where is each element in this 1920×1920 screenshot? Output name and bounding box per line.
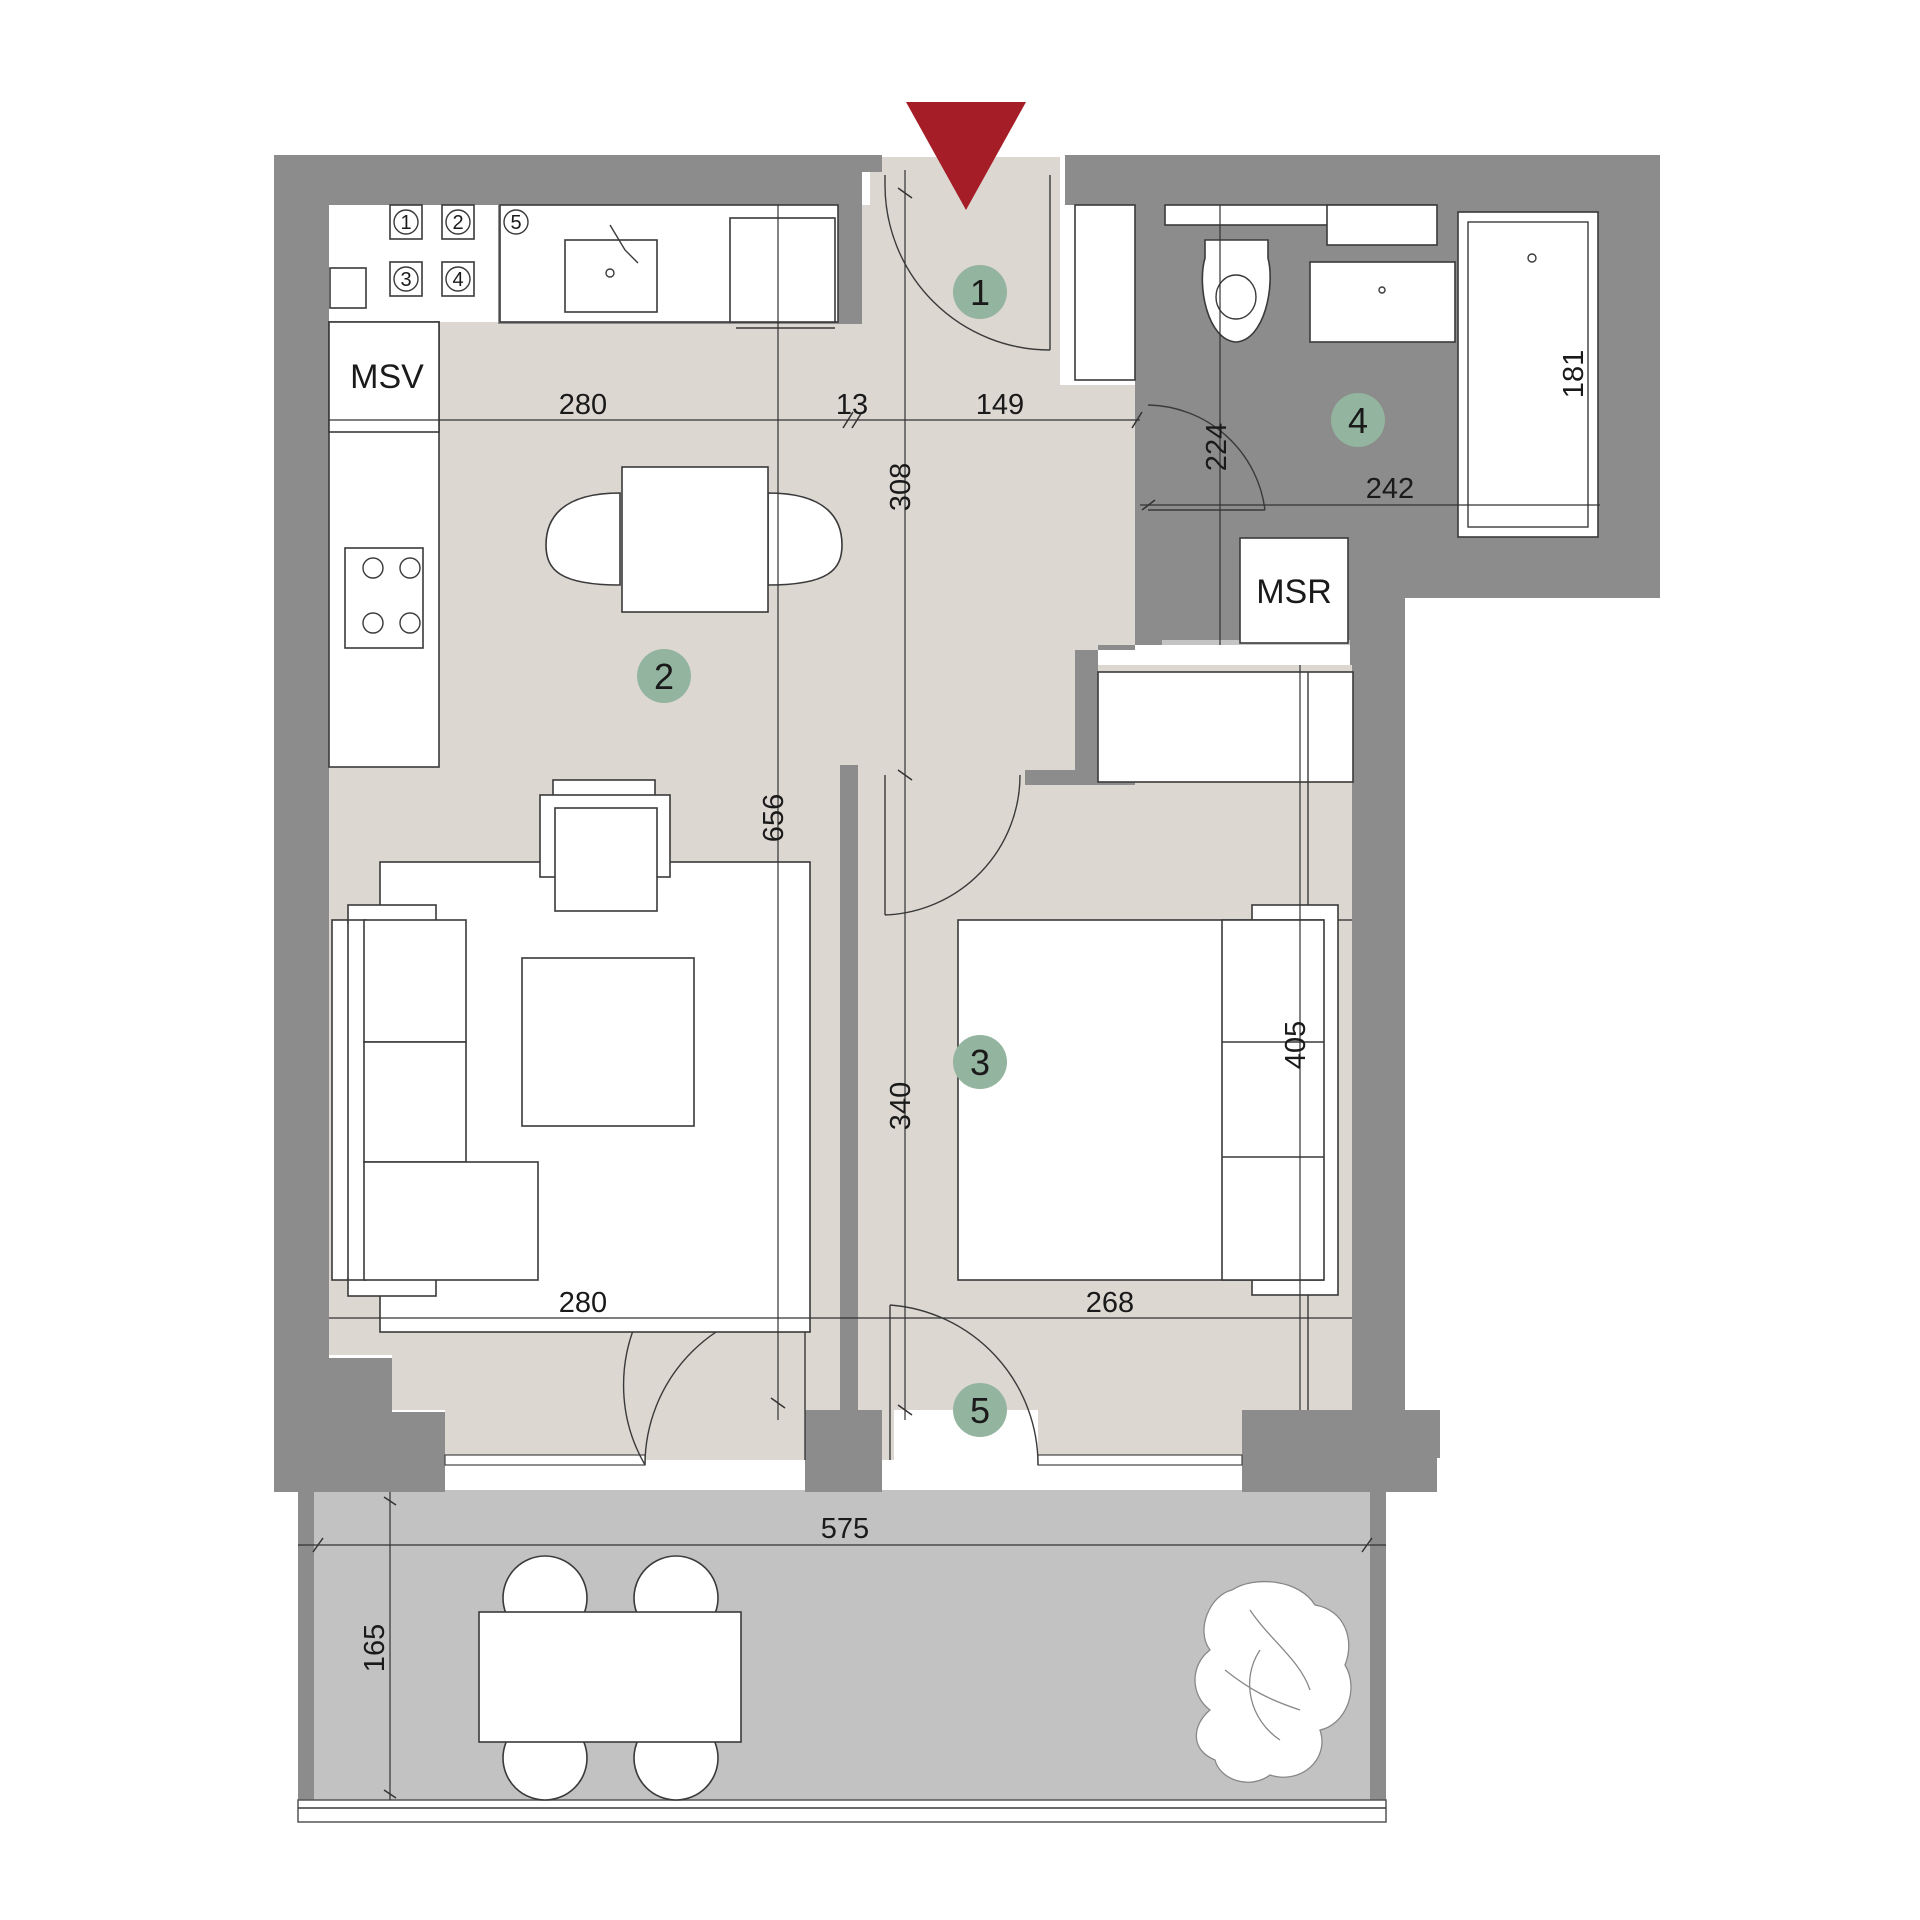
bedroom-furniture [957,671,1354,1410]
msv-label: MSV [350,358,424,396]
sofa-seat-1 [363,919,467,1043]
svg-text:4: 4 [1348,400,1368,441]
msv-cabinet [328,321,440,433]
meter-boxes: 1 2 3 4 5 [389,204,529,297]
bedroom-door-swing [884,774,1021,916]
dining-chair-left [545,492,621,586]
bathtub [1457,211,1599,538]
dim-hall-depth: 308 [885,463,917,511]
washing-machine-cabinet [1074,204,1136,381]
bath-sink [1309,261,1456,343]
dim-living-depth: 656 [758,794,790,842]
bath-inner-wall [1160,205,1165,395]
room-badge-4: 4 [1331,393,1385,447]
balcony-wall-left [298,1492,314,1800]
balcony-railing [297,1799,1387,1823]
room-badge-1: 1 [953,265,1007,319]
stove [344,547,424,649]
room-badge-3: 3 [953,1035,1007,1089]
kitchen-sink [564,239,658,313]
room-badge-5: 5 [953,1383,1007,1437]
svg-text:3: 3 [970,1042,990,1083]
meter-label-5: 5 [510,212,521,234]
msr-cabinet [1239,537,1349,644]
wardrobe [1097,671,1354,783]
dim-bedroom-width: 268 [1086,1287,1134,1319]
dim-gap: 13 [836,389,868,421]
room-badge-2: 2 [637,649,691,703]
dim-tub-length: 181 [1558,350,1590,398]
meter-label-2: 2 [452,212,463,234]
dimension-lines [298,170,1600,1800]
msr-label: MSR [1256,573,1332,611]
bathroom-fixtures [1074,204,1599,644]
armchair-seat [554,807,658,912]
svg-text:2: 2 [654,656,674,697]
room-badges: 1 2 3 4 5 [637,265,1385,1437]
balcony-door-right-arc [889,1304,1039,1466]
balcony-table [478,1611,742,1743]
meter-box-4 [441,261,475,297]
dim-bath-depth: 224 [1201,423,1233,471]
doors [622,175,1266,1466]
svg-text:1: 1 [970,272,990,313]
window-bedroom [1037,1454,1243,1466]
sink-drain [605,268,615,278]
balcony-furniture [478,1555,1352,1801]
bath-shelf [1326,204,1438,246]
dim-living-top-width: 280 [559,389,607,421]
bedroom-left-wall [840,765,858,1410]
dim-bedroom-depth-left: 340 [885,1082,917,1130]
living-furniture [331,779,811,1333]
sofa-chaise [363,1161,539,1281]
bathroom-door-swing [1147,404,1266,511]
sofa-seat-2 [363,1041,467,1163]
dim-hall-width: 149 [976,389,1024,421]
balcony-wall-right [1370,1492,1386,1800]
bed-pillows [1221,919,1325,1281]
svg-text:5: 5 [970,1390,990,1431]
toilet-bowl [1215,274,1257,320]
dim-bedroom-depth-right: 405 [1280,1021,1312,1069]
fridge [729,217,836,323]
bath-sink-drain [1378,286,1386,294]
meter-label-3: 3 [400,269,411,291]
meter-label-1: 1 [400,212,411,234]
window-living [444,1454,646,1466]
dim-balcony-width: 575 [821,1513,869,1545]
hall-partition-wall [1135,205,1160,395]
dining-chair-right [767,492,843,586]
stove-burners [362,557,421,634]
sink-faucet-icon [609,224,639,264]
wall-column-middle [805,1410,882,1492]
entrance-arrow-icon [906,102,1026,210]
meter-label-4: 4 [452,269,463,291]
plant-icon [1194,1580,1352,1783]
dim-balcony-depth: 165 [359,1624,391,1672]
coffee-table [521,957,695,1127]
kitchen [328,204,839,768]
dimension-labels: 280 13 149 308 656 280 268 340 405 224 2… [359,350,1590,1672]
hall-partition-wall-lower [1025,522,1162,785]
dining-table [621,466,769,613]
entrance-door-swing [884,175,1051,351]
toilet [1201,239,1271,343]
bathtub-drain [1527,253,1537,263]
dim-bath-width: 242 [1366,473,1414,505]
bathtub-inner [1467,221,1589,528]
wall-outlet-box [329,267,367,309]
dim-living-bottom-width: 280 [559,1287,607,1319]
dining-set [545,466,843,613]
